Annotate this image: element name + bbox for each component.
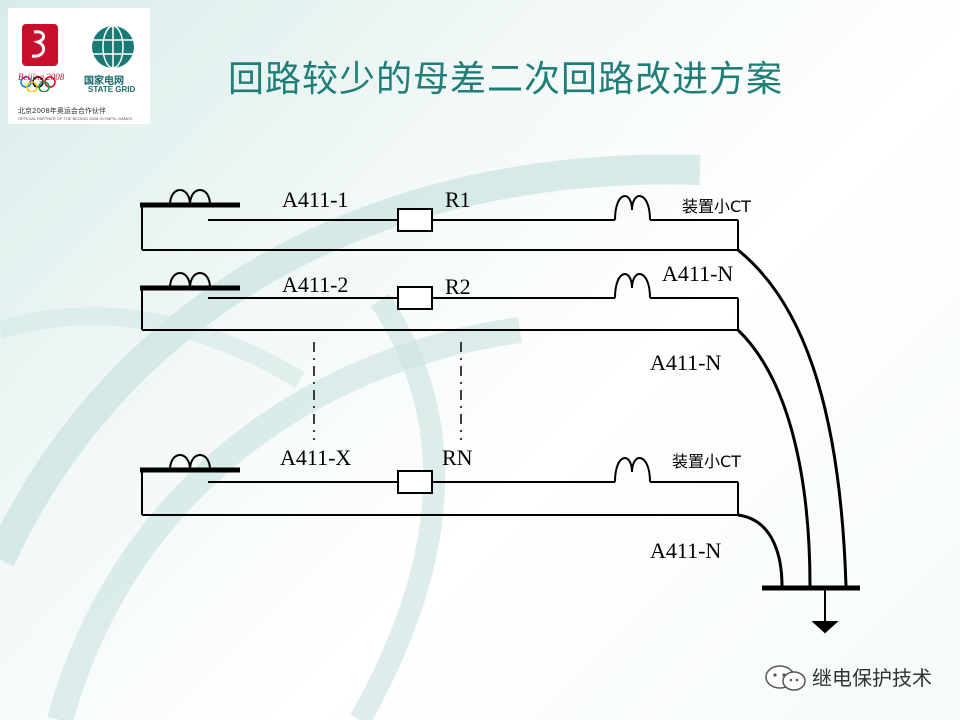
circuit-label: A411-X	[280, 445, 352, 470]
logo-panel: Beijing 2008 国家电网 STATE GRID 北京2008年奥运会合…	[8, 8, 150, 124]
device-ct-coil-icon	[614, 195, 651, 221]
resistor-label: R1	[445, 187, 471, 212]
watermark-text: 继电保护技术	[812, 666, 932, 690]
device-ct-coil-icon	[614, 457, 651, 483]
wechat-icon	[765, 665, 806, 691]
neutral-label: A411-N	[650, 350, 722, 375]
resistor-r2	[397, 286, 433, 310]
resistor-r1	[397, 208, 433, 232]
circuit-3	[140, 454, 739, 516]
neutral-wire-1	[737, 248, 848, 587]
state-grid-cn-text: 国家电网	[84, 76, 124, 87]
state-grid-en-text: STATE GRID	[88, 85, 136, 94]
primary-ct-coil-icon	[169, 272, 211, 289]
state-grid-globe-icon	[92, 25, 134, 69]
primary-ct-coil-icon	[169, 189, 211, 206]
ct-label: 装置小CT	[672, 452, 741, 471]
partner-cn-text: 北京2008年奥运会合作伙伴	[18, 107, 106, 115]
beijing-olympic-emblem-icon	[20, 24, 58, 92]
beijing-2008-text: Beijing 2008	[18, 72, 65, 82]
ct-label: 装置小CT	[682, 197, 751, 216]
partner-en-text: OFFICIAL PARTNER OF THE BEIJING 2008 OLY…	[18, 116, 133, 121]
circuit-1	[140, 189, 739, 251]
circuit-2	[140, 272, 739, 331]
circuit-label: A411-1	[282, 187, 349, 212]
neutral-wire-3	[737, 513, 784, 587]
ground-icon	[811, 621, 839, 634]
neutral-wire-2	[736, 328, 812, 587]
resistor-label: R2	[445, 274, 471, 299]
slide-title: 回路较少的母差二次回路改进方案	[228, 59, 784, 100]
neutral-label: A411-N	[650, 538, 722, 563]
circuit-label: A411-2	[282, 272, 349, 297]
neutral-label: A411-N	[662, 261, 734, 286]
device-ct-coil-icon	[614, 273, 651, 299]
resistor-label: RN	[442, 445, 473, 470]
primary-ct-coil-icon	[169, 454, 211, 471]
resistor-rn	[397, 470, 433, 494]
